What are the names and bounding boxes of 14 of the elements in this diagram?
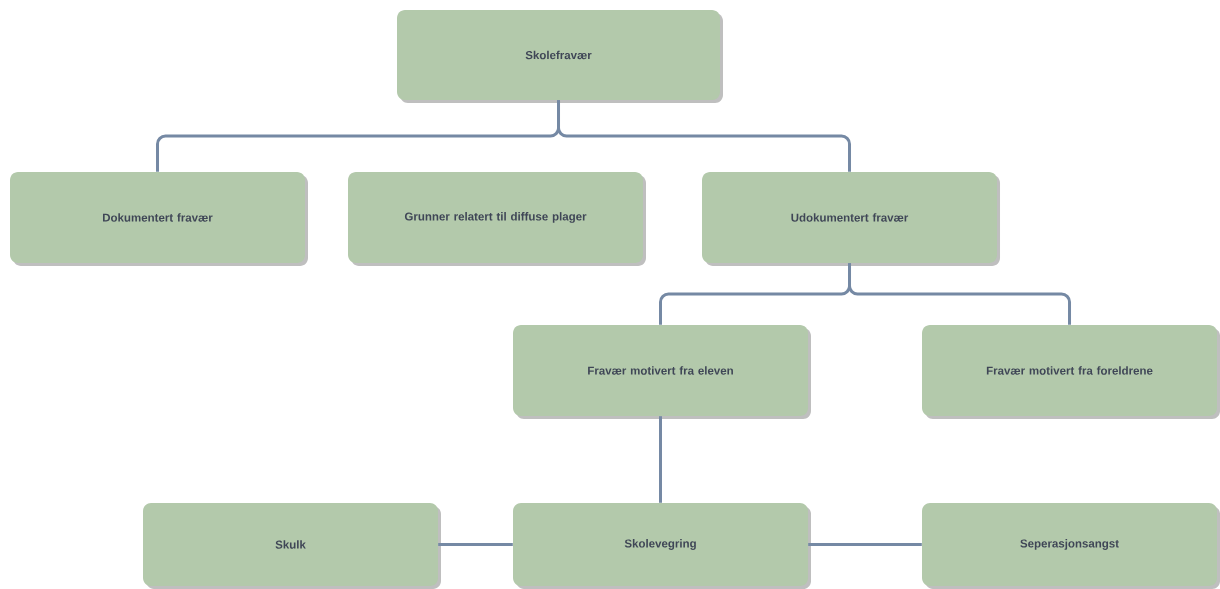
- process-box: Dokumentert fravær: [10, 172, 308, 266]
- process-box: Seperasjonsangst: [922, 503, 1220, 589]
- process-box: Skolevegring: [513, 503, 811, 589]
- connector-line: [848, 263, 1071, 325]
- process-box: Fravær motivert fra eleven: [513, 325, 811, 419]
- connector-line: [438, 543, 513, 546]
- connector-line: [659, 416, 662, 503]
- process-box: Fravær motivert fra foreldrene: [922, 325, 1220, 419]
- connector-line: [557, 100, 851, 172]
- process-box: Skolefravær: [397, 10, 723, 103]
- process-box: Udokumentert fravær: [702, 172, 1000, 266]
- process-box: Skulk: [143, 503, 441, 589]
- process-box: Grunner relatert til diffuse plager: [348, 172, 646, 266]
- connector-line: [808, 543, 922, 546]
